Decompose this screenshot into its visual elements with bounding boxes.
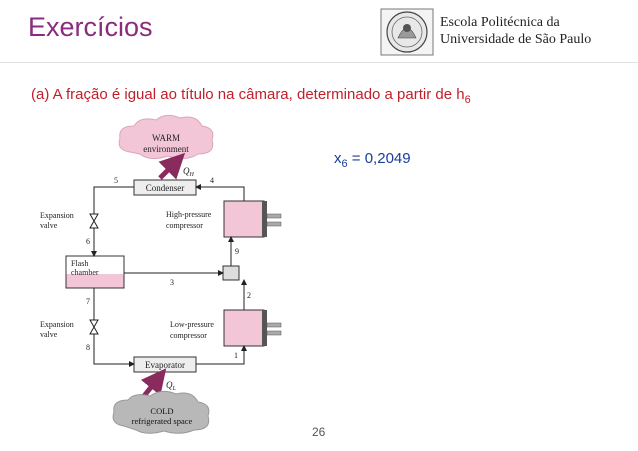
expansion-valve-upper (89, 213, 99, 229)
question-subscript: 6 (464, 94, 471, 106)
hp-compressor-label-2: compressor (166, 221, 203, 230)
answer-subscript: 6 (341, 158, 348, 170)
high-pressure-compressor (223, 200, 282, 238)
cold-label: COLD (150, 406, 173, 416)
slide-title: Exercícios (28, 12, 153, 42)
warm-environment-cloud: WARM environment (118, 114, 214, 160)
state-2-label: 2 (247, 291, 251, 300)
institution-line-1: Escola Politécnica da (440, 15, 560, 30)
state-8-label: 8 (86, 343, 90, 352)
mixing-chamber-box (222, 265, 240, 281)
qh-arrow (158, 152, 186, 180)
university-seal-icon (380, 8, 434, 56)
state-9-label: 9 (235, 247, 239, 256)
question-text: (a) A fração é igual ao título na câmara… (31, 86, 471, 106)
cold-space-label: refrigerated space (132, 416, 193, 426)
hp-compressor-label-1: High-pressure (166, 210, 212, 219)
warm-environment-label: environment (143, 144, 189, 154)
answer-var: x (334, 150, 342, 167)
state-1-label: 1 (234, 351, 238, 360)
state-5-label: 5 (114, 176, 118, 185)
low-pressure-compressor (223, 309, 282, 347)
warm-label: WARM (152, 133, 180, 143)
piping (91, 184, 247, 367)
evaporator-label: Evaporator (145, 360, 185, 370)
flash-chamber-label-2: chamber (71, 268, 99, 277)
state-4-label: 4 (210, 176, 214, 185)
institution-line-2: Universidade de São Paulo (440, 32, 592, 47)
cold-space-cloud: COLD refrigerated space (112, 390, 210, 434)
expansion-valve-upper-label-1: Expansion (40, 211, 74, 220)
answer-value: = 0,2049 (347, 150, 411, 167)
state-3-label: 3 (170, 278, 174, 287)
expansion-valve-lower-label-2: valve (40, 330, 58, 339)
answer-text: x6 = 0,2049 (334, 150, 411, 170)
lp-compressor-label-1: Low-pressure (170, 320, 214, 329)
ql-label: QL (166, 380, 177, 392)
expansion-valve-upper-label-2: valve (40, 221, 58, 230)
ql-arrow (140, 368, 167, 398)
state-6-label: 6 (86, 237, 90, 246)
expansion-valve-lower-label-1: Expansion (40, 320, 74, 329)
flash-chamber (65, 255, 125, 289)
qh-label: QH (183, 166, 195, 178)
lp-compressor-label-2: compressor (170, 331, 207, 340)
page-number: 26 (312, 425, 326, 439)
flash-chamber-label-1: Flash (71, 259, 88, 268)
state-7-label: 7 (86, 297, 90, 306)
condenser-label: Condenser (146, 183, 185, 193)
expansion-valve-lower (89, 319, 99, 335)
header-divider (0, 62, 638, 63)
question-main: (a) A fração é igual ao título na câmara… (31, 86, 465, 103)
